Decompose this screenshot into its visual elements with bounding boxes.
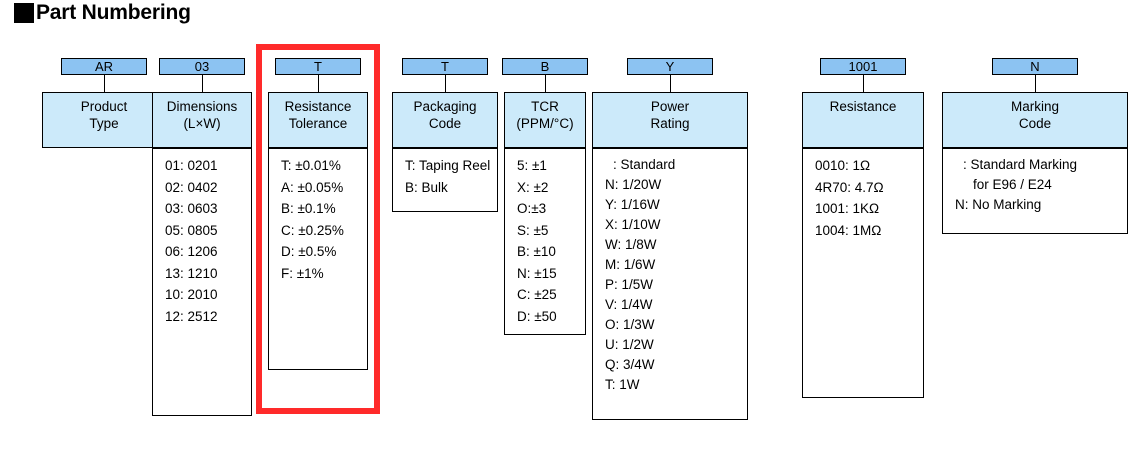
list-item: C: ±25 <box>517 287 557 302</box>
code-box-resistance[interactable]: 1001 <box>820 58 906 75</box>
list-item: P: 1/5W <box>605 277 654 292</box>
list-item: B: ±10 <box>517 244 556 259</box>
connector-stem <box>202 75 203 92</box>
list-item: U: 1/2W <box>605 337 654 352</box>
page-title: Part Numbering <box>14 2 191 23</box>
list-item: 4R70: 4.7Ω <box>815 179 884 195</box>
list-item: X: ±2 <box>517 179 549 195</box>
list-item: V: 1/4W <box>605 297 653 312</box>
header-packaging-code: Packaging Code <box>392 92 498 148</box>
header-marking-code: Marking Code <box>942 92 1128 148</box>
connector-stem <box>318 75 319 92</box>
list-item: Q: 3/4W <box>605 357 655 372</box>
header-line: Code <box>1018 116 1052 131</box>
header-line: (L×W) <box>183 116 221 131</box>
list-item: 13: 1210 <box>165 265 218 281</box>
list-marking-code: : Standard Marking for E96 / E24 N: No M… <box>942 148 1128 234</box>
page-title-text: Part Numbering <box>36 1 191 24</box>
list-item: 5: ±1 <box>517 158 547 173</box>
list-power-rating: : Standard N: 1/20W Y: 1/16W X: 1/10W W:… <box>592 148 748 420</box>
list-item: Y: 1/16W <box>605 197 660 212</box>
list-item: B: Bulk <box>405 179 448 195</box>
header-power-rating: Power Rating <box>592 92 748 148</box>
title-square-marker-icon <box>14 2 34 23</box>
list-item: 05: 0805 <box>165 222 218 238</box>
code-box-dimensions[interactable]: 03 <box>159 58 245 75</box>
header-line: Resistance <box>284 99 352 114</box>
list-item: : Standard Marking <box>963 157 1078 172</box>
header-line: Marking <box>1010 99 1059 114</box>
list-item: M: 1/6W <box>605 257 656 272</box>
list-item: 1004: 1MΩ <box>815 222 882 238</box>
header-line: Resistance <box>829 99 897 114</box>
list-item: T: ±0.01% <box>281 158 341 173</box>
list-item: 06: 1206 <box>165 244 218 259</box>
header-dimensions: Dimensions (L×W) <box>152 92 252 148</box>
list-packaging-code: T: Taping Reel B: Bulk <box>392 148 498 212</box>
list-item: S: ±5 <box>517 222 549 238</box>
list-item: C: ±0.25% <box>281 222 344 238</box>
header-line: Rating <box>650 116 690 131</box>
list-item: : Standard <box>613 157 676 172</box>
list-item: 01: 0201 <box>165 158 218 173</box>
code-box-packaging-code[interactable]: T <box>402 58 488 75</box>
list-resistance: 0010: 1Ω 4R70: 4.7Ω 1001: 1KΩ 1004: 1MΩ <box>802 148 924 398</box>
header-line: Code <box>428 116 462 131</box>
list-item: D: ±0.5% <box>281 244 337 259</box>
list-item: A: ±0.05% <box>281 179 344 195</box>
connector-stem <box>445 75 446 92</box>
header-line: Packaging <box>413 99 477 114</box>
code-box-power-rating[interactable]: Y <box>627 58 713 75</box>
code-box-tcr[interactable]: B <box>502 58 588 75</box>
list-item: B: ±0.1% <box>281 201 336 216</box>
connector-stem <box>1035 75 1036 92</box>
header-line: Power <box>650 99 690 114</box>
list-item: N: No Marking <box>955 197 1042 212</box>
header-product-type: Product Type <box>42 92 166 148</box>
connector-stem <box>545 75 546 92</box>
list-item: O:±3 <box>517 201 547 216</box>
list-item: T: 1W <box>605 377 640 392</box>
list-item: 03: 0603 <box>165 201 218 216</box>
header-tcr: TCR (PPM/°C) <box>504 92 586 148</box>
list-dimensions: 01: 0201 02: 0402 03: 0603 05: 0805 06: … <box>152 148 252 416</box>
header-line: Dimensions <box>166 99 238 114</box>
list-resistance-tolerance: T: ±0.01% A: ±0.05% B: ±0.1% C: ±0.25% D… <box>268 148 368 370</box>
header-resistance: Resistance <box>802 92 924 148</box>
connector-stem <box>863 75 864 92</box>
list-item: N: ±15 <box>517 265 557 281</box>
header-line: (PPM/°C) <box>516 116 574 131</box>
header-line: TCR <box>531 99 559 114</box>
header-line: Type <box>89 116 119 131</box>
list-item: 1001: 1KΩ <box>815 201 880 216</box>
list-item: 02: 0402 <box>165 179 218 195</box>
code-box-resistance-tolerance[interactable]: T <box>275 58 361 75</box>
list-item: D: ±50 <box>517 308 557 324</box>
list-item: N: 1/20W <box>605 177 662 192</box>
code-box-product-type[interactable]: AR <box>61 58 147 75</box>
header-line: Product <box>80 99 128 114</box>
list-item: F: ±1% <box>281 265 324 281</box>
list-item: X: 1/10W <box>605 217 661 232</box>
list-item: for E96 / E24 <box>973 177 1052 192</box>
connector-stem <box>104 75 105 92</box>
list-tcr: 5: ±1 X: ±2 O:±3 S: ±5 B: ±10 N: ±15 C: … <box>504 148 586 335</box>
header-line: Tolerance <box>288 116 348 131</box>
list-item: 10: 2010 <box>165 287 218 302</box>
list-item: 12: 2512 <box>165 308 218 324</box>
list-item: W: 1/8W <box>605 237 657 252</box>
connector-stem <box>670 75 671 92</box>
list-item: 0010: 1Ω <box>815 158 871 173</box>
list-item: T: Taping Reel <box>405 158 491 173</box>
header-resistance-tolerance: Resistance Tolerance <box>268 92 368 148</box>
list-item: O: 1/3W <box>605 317 655 332</box>
code-box-marking-code[interactable]: N <box>992 58 1078 75</box>
